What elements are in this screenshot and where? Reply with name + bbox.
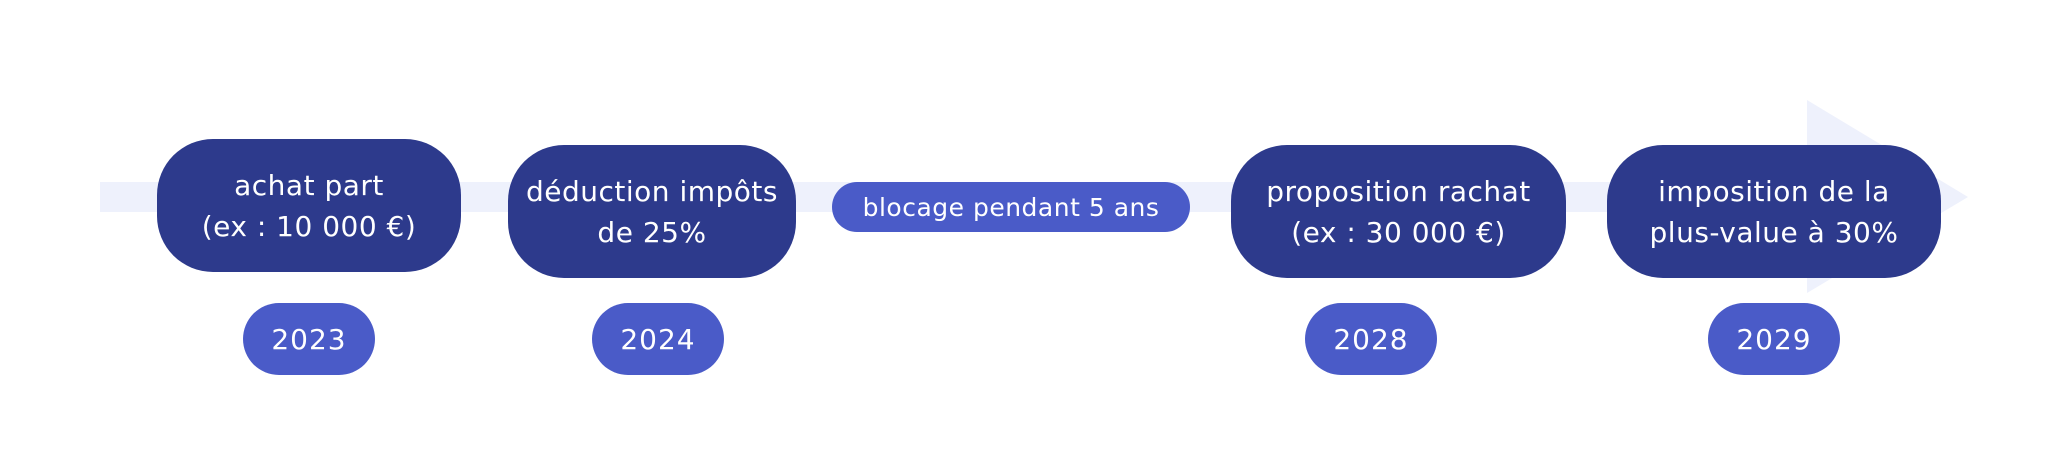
year-pill-2024: 2024 — [592, 303, 724, 375]
step-label-line2: de 25% — [597, 215, 707, 249]
step-label-line1: achat part — [234, 168, 384, 202]
blocage-pill: blocage pendant 5 ans — [832, 182, 1190, 232]
year-pill-2029: 2029 — [1708, 303, 1840, 375]
year-pill-2023: 2023 — [243, 303, 375, 375]
step-label-line1: déduction impôts — [526, 174, 778, 208]
year-pill-2028: 2028 — [1305, 303, 1437, 375]
step-box-proposition-rachat: proposition rachat (ex : 30 000 €) — [1231, 145, 1566, 278]
step-label-line2: plus-value à 30% — [1649, 215, 1899, 249]
step-box-achat-part: achat part (ex : 10 000 €) — [157, 139, 461, 272]
step-box-imposition-plus-value: imposition de la plus-value à 30% — [1607, 145, 1941, 278]
step-label-line2: (ex : 30 000 €) — [1291, 215, 1506, 249]
step-label-line1: proposition rachat — [1266, 174, 1531, 208]
step-label-line1: imposition de la — [1658, 174, 1890, 208]
step-label-line2: (ex : 10 000 €) — [201, 209, 417, 243]
step-box-deduction-impots: déduction impôts de 25% — [508, 145, 796, 278]
